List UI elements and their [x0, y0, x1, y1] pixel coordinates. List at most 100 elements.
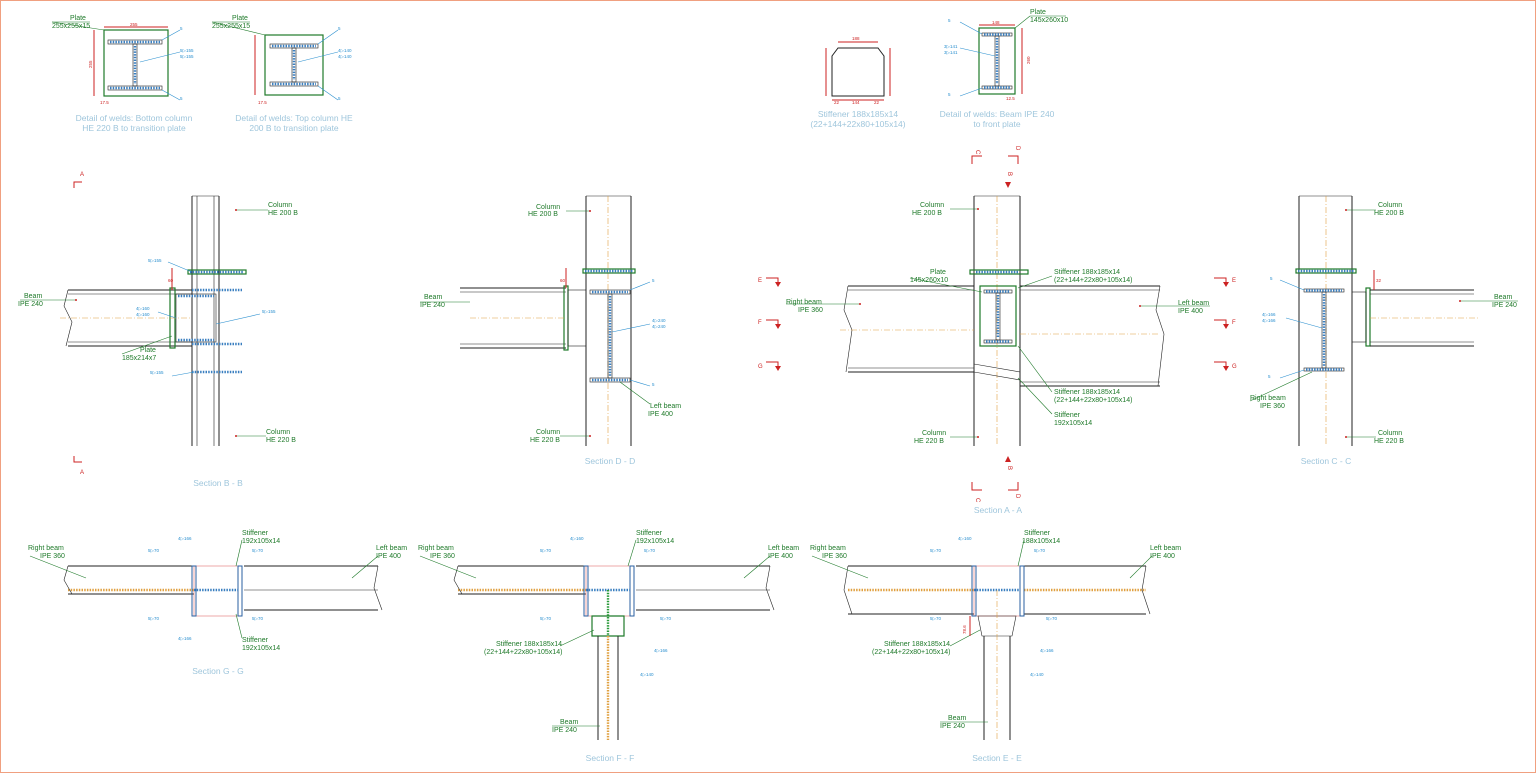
weld-symbol: 5▷155: [180, 54, 194, 59]
weld-symbol: 5: [1268, 374, 1271, 379]
dd-left-beam-label: Left beam: [650, 403, 681, 410]
detail2-caption-line2: 200 B to transition plate: [249, 123, 339, 133]
section-a-a: Column HE 200 B Column HE 220 B Plate 14…: [758, 146, 1210, 515]
aa-plate-label: Plate: [930, 269, 946, 276]
weld-symbol: 4▷240: [652, 318, 666, 323]
weld-symbol: 5: [180, 26, 183, 31]
detail4-dim-edge: 12.5: [1006, 96, 1015, 101]
weld-symbol: 4▷166: [178, 636, 192, 641]
aa-left-beam-spec: IPE 400: [1178, 308, 1203, 315]
detail2-caption-line1: Detail of welds: Top column HE: [235, 113, 353, 123]
weld-symbol: 5▷155: [180, 48, 194, 53]
weld-symbol: 5▷70: [930, 548, 941, 553]
weld-symbol: 4▷240: [652, 324, 666, 329]
section-d-d: Column HE 200 B Column HE 220 B Beam IPE…: [420, 195, 681, 466]
weld-symbol: 5▷70: [148, 616, 159, 621]
ee-left-beam-label: Left beam: [1150, 545, 1181, 552]
detail-beam-front-plate-welds: Plate 145x260x10 148 260 12.5 5 3▷141 3▷…: [940, 9, 1069, 129]
cc-bottom-column-spec: HE 220 B: [1374, 438, 1404, 445]
weld-symbol: 5: [652, 278, 655, 283]
cc-right-beam-label: Right beam: [1250, 395, 1286, 402]
detail4-plate-spec: 145x260x10: [1030, 17, 1068, 24]
weld-symbol: 4▷140: [338, 48, 352, 53]
gg-left-beam-spec: IPE 400: [376, 553, 401, 560]
gg-stiffener1-label: Stiffener: [242, 530, 269, 537]
ff-right-beam-label: Right beam: [418, 545, 454, 552]
ee-left-beam-spec: IPE 400: [1150, 553, 1175, 560]
aa-bottom-column-spec: HE 220 B: [914, 438, 944, 445]
weld-symbol: 5▷70: [1034, 548, 1045, 553]
stiffener-dim-left: 22: [834, 100, 840, 105]
detail4-plate-label: Plate: [1030, 9, 1046, 16]
detail-bottom-column-welds: Plate 255x255x15 255 255 17.5 5 5▷155 5▷…: [51, 15, 194, 133]
dd-left-beam-spec: IPE 400: [648, 411, 673, 418]
bb-top-column-label: Column: [268, 202, 292, 209]
stiffener-dim-width: 188: [852, 36, 860, 41]
dd-dim: 60: [560, 278, 566, 283]
ff-stiffener2-spec: (22+144+22x80+105x14): [484, 649, 562, 656]
detail2-plate-spec: 255x255x15: [212, 23, 250, 30]
ee-beam-spec: IPE 240: [940, 723, 965, 730]
weld-symbol: 4▷166: [1262, 312, 1276, 317]
weld-symbol: 5▷70: [930, 616, 941, 621]
weld-symbol: 4▷140: [640, 672, 654, 677]
detail-stiffener: 188 144 22 22 Stiffener 188x185x14 (22+1…: [810, 36, 905, 129]
section-f-f-title: Section F - F: [586, 753, 635, 763]
weld-symbol: 3▷141: [944, 44, 958, 49]
gg-stiffener2-label: Stiffener: [242, 637, 269, 644]
bb-bottom-column-spec: HE 220 B: [266, 437, 296, 444]
aa-bottom-column-label: Column: [922, 430, 946, 437]
cc-bottom-column-label: Column: [1378, 430, 1402, 437]
dd-beam-spec: IPE 240: [420, 302, 445, 309]
bb-beam-label: Beam: [24, 293, 42, 300]
aa-marker-b-top: B: [1006, 172, 1012, 176]
detail4-caption-line2: to front plate: [973, 119, 1021, 129]
aa-top-column-label: Column: [920, 202, 944, 209]
ee-stiffener2-label: Stiffener 188x185x14: [884, 641, 950, 648]
detail1-caption-line2: HE 220 B to transition plate: [82, 123, 186, 133]
bb-top-column-spec: HE 200 B: [268, 210, 298, 217]
detail1-caption-line1: Detail of welds: Bottom column: [76, 113, 193, 123]
dd-top-column-label: Column: [536, 204, 560, 211]
dd-bottom-column-spec: HE 220 B: [530, 437, 560, 444]
cc-dim: 32: [1376, 278, 1382, 283]
weld-symbol: 3▷141: [944, 50, 958, 55]
aa-left-beam-label: Left beam: [1178, 300, 1209, 307]
weld-symbol: 4▷140: [338, 54, 352, 59]
aa-marker-c-bottom: C: [974, 498, 980, 503]
ff-left-beam-label: Left beam: [768, 545, 799, 552]
weld-symbol: 4▷160: [136, 306, 150, 311]
aa-right-beam-spec: IPE 360: [798, 307, 823, 314]
section-b-b: Column HE 200 B Column HE 220 B Beam IPE…: [18, 172, 298, 488]
weld-symbol: 4▷160: [136, 312, 150, 317]
ff-stiffener2-label: Stiffener 188x185x14: [496, 641, 562, 648]
cc-marker-f: F: [1232, 320, 1236, 326]
weld-symbol: 5: [338, 26, 341, 31]
cc-beam-spec: IPE 240: [1492, 302, 1517, 309]
section-g-g: Right beam IPE 360 Left beam IPE 400 Sti…: [28, 530, 407, 676]
cc-marker-e: E: [1232, 278, 1236, 284]
gg-right-beam-label: Right beam: [28, 545, 64, 552]
weld-symbol: 5: [338, 96, 341, 101]
ff-stiffener1-spec: 192x105x14: [636, 538, 674, 545]
aa-stiffener1-label: Stiffener 188x185x14: [1054, 269, 1120, 276]
weld-symbol: 5▷155: [262, 309, 276, 314]
aa-right-beam-label: Right beam: [786, 299, 822, 306]
gg-right-beam-spec: IPE 360: [40, 553, 65, 560]
ee-stiffener1-label: Stiffener: [1024, 530, 1051, 537]
ff-stiffener1-label: Stiffener: [636, 530, 663, 537]
weld-symbol: 4▷166: [1040, 648, 1054, 653]
aa-marker-c-top: C: [974, 150, 980, 155]
detail2-plate-label: Plate: [232, 15, 248, 22]
aa-marker-d-top: D: [1014, 146, 1020, 151]
detail1-plate-label: Plate: [70, 15, 86, 22]
ee-right-beam-spec: IPE 360: [822, 553, 847, 560]
detail1-dim-width: 255: [130, 22, 138, 27]
dd-beam-label: Beam: [424, 294, 442, 301]
cc-beam-label: Beam: [1494, 294, 1512, 301]
ee-right-beam-label: Right beam: [810, 545, 846, 552]
section-c-c: Column HE 200 B Column HE 220 B Beam IPE…: [1214, 195, 1518, 466]
weld-symbol: 4▷140: [1030, 672, 1044, 677]
weld-symbol: 5▷70: [252, 548, 263, 553]
